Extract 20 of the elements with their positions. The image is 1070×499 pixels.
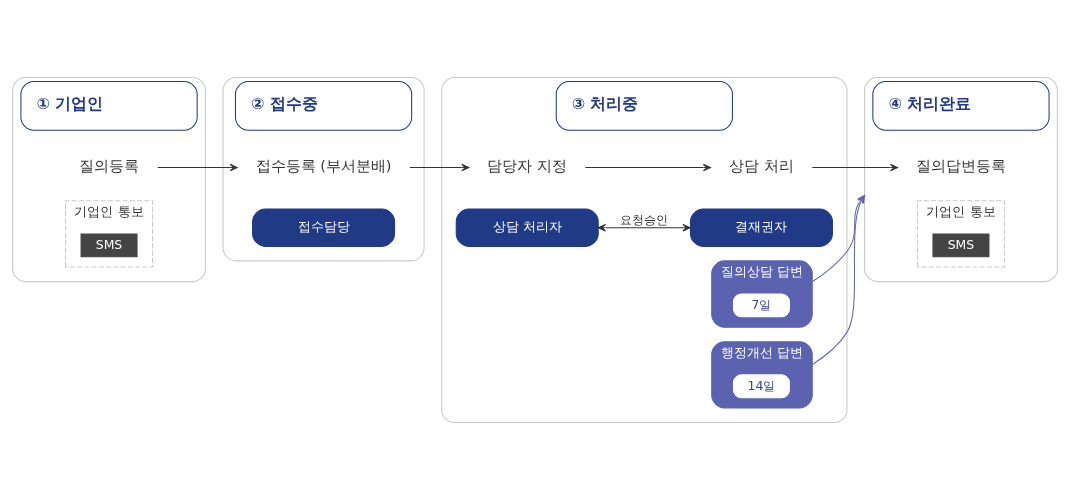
arrow [409,163,470,171]
node-box: SMS [932,232,990,257]
node-text: 접수등록 (부서분배) [255,157,392,174]
node-box: 7일 [732,293,790,317]
node-box: 결재권자 [689,208,833,247]
node-text: 담당자 지정 [487,157,568,174]
arrow [811,163,899,171]
node-text: 질의등록 [79,157,140,174]
node-box: 14일 [732,373,790,398]
arrow [584,163,712,171]
edge-label: 요청승인 [620,211,669,227]
arrow [597,223,691,231]
node-text: 상담 처리 [729,157,794,174]
node-text: 질의답변등록 [915,157,1006,174]
arrow [811,194,866,282]
arrow [157,163,238,171]
node-box: 접수담당 [252,208,396,247]
node-box: SMS [80,232,138,257]
node-box: 상담 처리자 [455,208,599,247]
arrow [811,194,866,365]
